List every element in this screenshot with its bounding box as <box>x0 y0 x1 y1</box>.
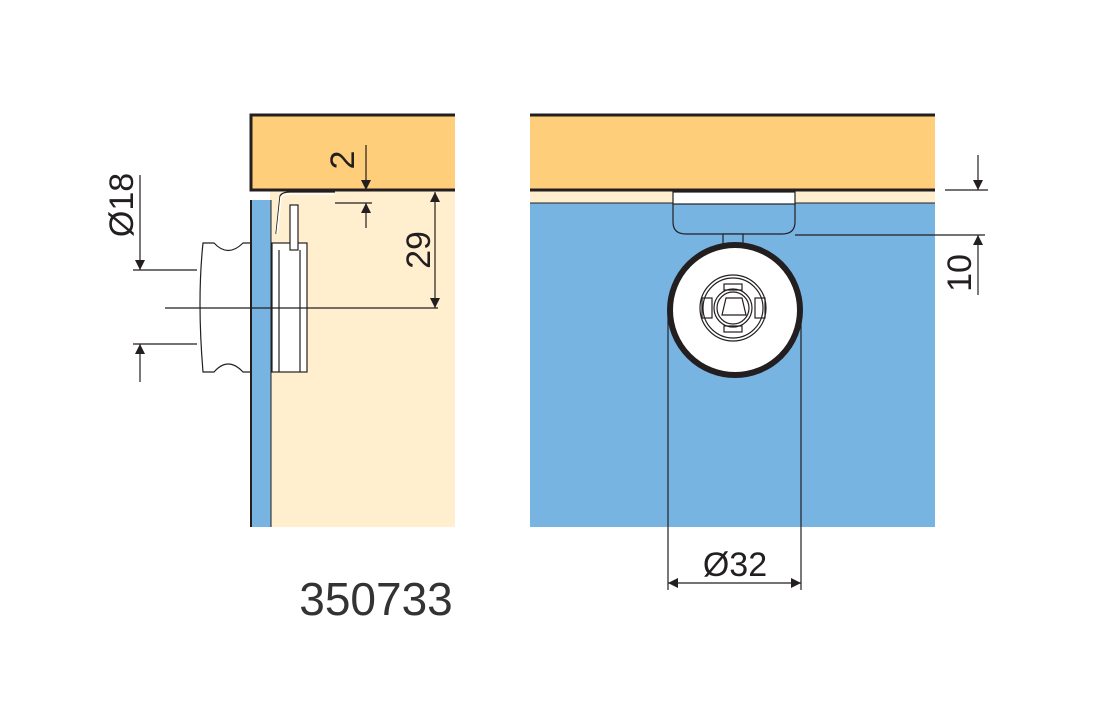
gap-label: 2 <box>324 151 362 170</box>
knob-diameter-label: Ø18 <box>103 173 141 237</box>
product-code: 350733 <box>299 573 453 625</box>
wood-top-panel <box>251 115 455 190</box>
side-view: Ø18 2 29 <box>103 113 455 527</box>
hook <box>275 191 335 235</box>
center-height-label: 29 <box>400 231 438 269</box>
offset-label: 10 <box>941 254 979 292</box>
wood-outline <box>249 113 455 192</box>
wood-top-panel-front <box>530 115 935 190</box>
front-view: 10 Ø32 <box>530 113 988 590</box>
lock-diameter-label: Ø32 <box>703 546 767 584</box>
glass-door <box>251 200 271 527</box>
keyhole-icon <box>699 274 767 342</box>
knob <box>199 242 252 373</box>
lock-cylinder <box>667 242 803 378</box>
